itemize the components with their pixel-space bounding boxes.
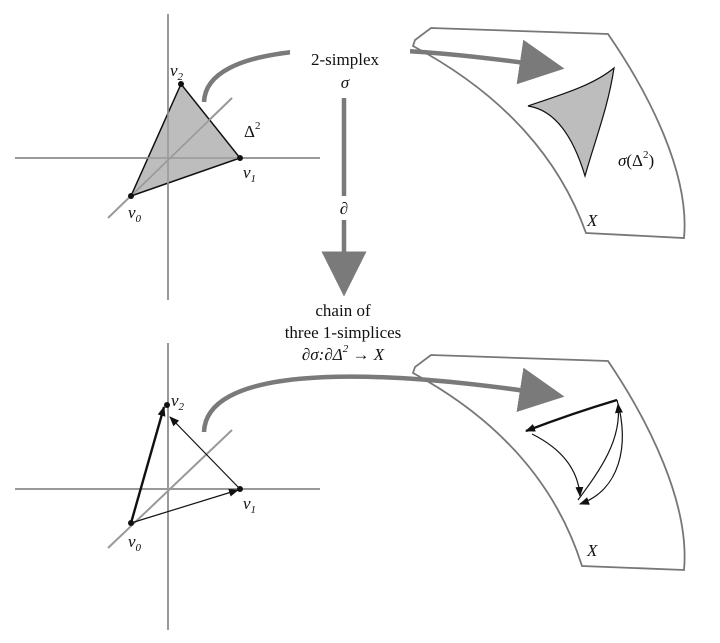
image-edge-thick bbox=[525, 398, 618, 433]
bottom-label-v0: v0 bbox=[128, 532, 142, 554]
map-label-background bbox=[290, 46, 410, 94]
top-label-v1: v1 bbox=[243, 163, 256, 185]
bottom-space-label: X bbox=[586, 541, 598, 560]
boundary-caption-line3: ∂σ:∂Δ2 → X bbox=[302, 343, 385, 364]
edge-v0-v1 bbox=[130, 488, 239, 524]
bottom-diagonal-axis bbox=[107, 429, 233, 549]
image-of-simplex bbox=[527, 66, 615, 179]
bottom-vertex-v0 bbox=[128, 520, 134, 526]
image-edge-right bbox=[579, 399, 623, 505]
top-vertex-v1 bbox=[237, 155, 243, 161]
boundary-label-background bbox=[334, 196, 354, 220]
boundary-caption-line2: three 1-simplices bbox=[285, 323, 402, 342]
bottom-vertex-v2 bbox=[164, 402, 170, 408]
top-label-v0: v0 bbox=[128, 203, 142, 225]
top-vertex-v0 bbox=[128, 193, 134, 199]
bottom-vertex-v1 bbox=[237, 486, 243, 492]
top-label-v2: v2 bbox=[170, 61, 184, 83]
top-label-delta2: Δ2 bbox=[244, 120, 260, 141]
bottom-axes bbox=[15, 343, 320, 630]
edge-v0-v2 bbox=[129, 406, 166, 524]
edge-v1-v2 bbox=[169, 416, 241, 490]
bottom-map-arrow bbox=[201, 367, 565, 433]
map-label-2-simplex: 2-simplex bbox=[311, 50, 379, 69]
top-space-x bbox=[411, 27, 686, 239]
top-space-label: X bbox=[586, 211, 598, 230]
image-edge-right-up bbox=[577, 403, 623, 501]
image-edge-left bbox=[531, 433, 584, 497]
map-label-sigma: σ bbox=[341, 73, 350, 92]
bottom-label-v1: v1 bbox=[243, 494, 256, 516]
bottom-label-v2: v2 bbox=[171, 391, 185, 413]
standard-2-simplex bbox=[129, 82, 242, 198]
top-vertex-v2 bbox=[178, 81, 184, 87]
top-diagonal-through-simplex bbox=[130, 97, 233, 197]
bottom-space-x bbox=[411, 354, 686, 571]
boundary-caption-line1: chain of bbox=[315, 301, 371, 320]
boundary-operator: ∂ bbox=[340, 199, 348, 218]
image-label: σ(Δ2) bbox=[618, 149, 654, 170]
